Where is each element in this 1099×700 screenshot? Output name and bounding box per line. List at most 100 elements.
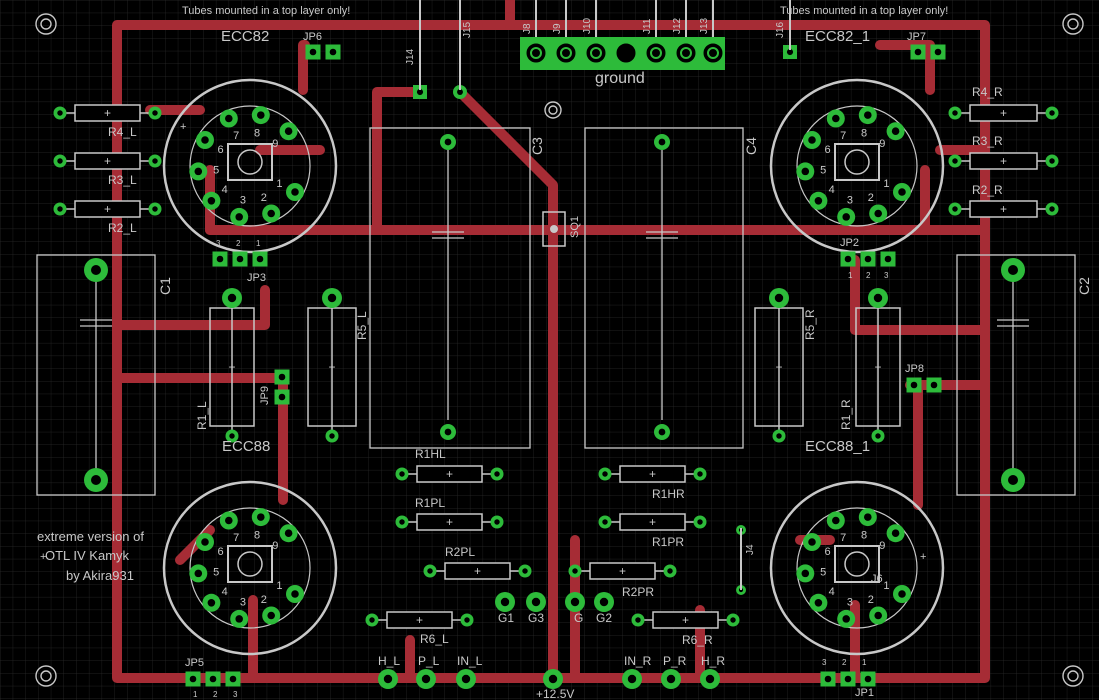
tube-pin-number: 7 [233,130,239,142]
tube-pin [803,533,821,551]
tube-pin [202,191,221,210]
jumper-pin [820,671,836,687]
resistor-r2l: + [53,200,162,218]
resistor-lead [948,154,962,168]
tube-pin-number: 9 [879,138,885,150]
pad-g3 [526,592,546,612]
tube-pin [219,511,238,530]
resistor-r2r: + [948,200,1059,218]
resistor-r1hr: + [598,465,707,483]
resistor-label-r4l: R4_L [108,125,137,139]
resistor-r4r: + [948,104,1059,122]
resistor-r2pr: + [568,562,677,580]
resistor-label-r2pr: R2PR [622,585,654,599]
tube-pin-number: 3 [847,194,853,206]
sq1-part [542,211,566,247]
pad-label-inr: IN_R [624,654,652,668]
pin-label-j11: J11 [642,18,653,34]
resistor-label-r3l: R3_L [108,173,137,187]
jp3-pin-3: 3 [216,239,221,248]
jp3-pin-2: 2 [236,239,241,248]
resistor-lead [1045,202,1059,216]
pin-label-j8: J8 [522,23,533,34]
resistor-label-r1hl: R1HL [415,447,446,461]
via [868,288,888,308]
resistor-r3l: + [53,152,162,170]
resistor-lead [693,515,707,529]
pad-label-v12: +12.5V [536,687,574,700]
svg-text:+: + [328,360,335,374]
resistor-lead [948,106,962,120]
tube-pin [886,122,905,141]
tube-pin-number: 7 [840,532,846,544]
resistor-lead [395,515,409,529]
jumper-pin [274,369,290,385]
tube-pin-number: 8 [254,530,260,542]
jumper-pin [252,251,268,267]
tube-pin-number: 5 [820,567,826,579]
jp1-pin-3: 3 [822,658,827,667]
resistor-r6l: + [365,611,474,629]
tube-pin-number: 2 [868,594,874,606]
credit-line-1: extreme version of [37,529,144,544]
jumper-pin [926,377,942,393]
resistor-lead [598,515,612,529]
tube-pin [279,524,298,543]
svg-text:+: + [228,360,235,374]
cap-label-c4: C4 [743,137,759,155]
tube-pin [809,593,828,612]
capacitor-outlines [36,127,1076,496]
resistor-r3r: + [948,152,1059,170]
resistor-label-r1hr: R1HR [652,487,685,501]
resistor-label-r1pr: R1PR [652,535,684,549]
tube-pin [826,109,845,128]
tube-name-br: ECC88_1 [805,438,870,455]
svg-text:+: + [1000,154,1007,168]
resistor-lead [568,564,582,578]
pad-hl [378,669,398,689]
svg-text:+: + [416,613,423,627]
connector-label: ground [595,70,645,87]
tube-pin [262,204,281,223]
resistor-lead [423,564,437,578]
svg-text:+: + [649,515,656,529]
tube-pin [251,106,270,125]
jumper-label-jp3: JP3 [247,272,266,284]
resistor-label-r2l: R2_L [108,221,137,235]
resistor-lead [1045,106,1059,120]
jack-pad-j15 [453,85,467,99]
resistor-lead [1045,154,1059,168]
jp3-pin-1: 1 [256,239,261,248]
jumper-label-jp7: JP7 [907,31,926,43]
tube-pin [230,207,249,226]
pad-label-g: G [574,611,583,625]
resistor-label-r3r: R3_R [972,134,1003,148]
pad-label-pl: P_L [418,654,440,668]
capacitor-pad [440,134,456,150]
tube-pin-number: 6 [218,546,224,558]
pad-label-hr: H_R [701,654,725,668]
resistor-lead [460,613,474,627]
svg-text:+: + [446,467,453,481]
tube-pin-number: 9 [272,540,278,552]
jumper-pin [860,251,876,267]
jack-label-j16: J16 [775,21,786,38]
resistor-label-r5l: R5_L [355,311,369,340]
resistor-lead [871,429,885,443]
tube-pin-number: 3 [240,194,246,206]
tube-pin-number: 3 [847,596,853,608]
tube-pin [202,593,221,612]
mounting-holes [35,13,1084,687]
resistor-lead [490,467,504,481]
tube-pin-number: 8 [254,128,260,140]
jumper-jp5 [185,671,241,687]
tube-pin-number: 4 [222,184,228,196]
jumper-jp9 [274,369,290,405]
tube-pin-number: 6 [218,144,224,156]
jumper-pin [232,251,248,267]
tube-pin [196,131,214,149]
tube-pin-number: 1 [883,580,889,592]
